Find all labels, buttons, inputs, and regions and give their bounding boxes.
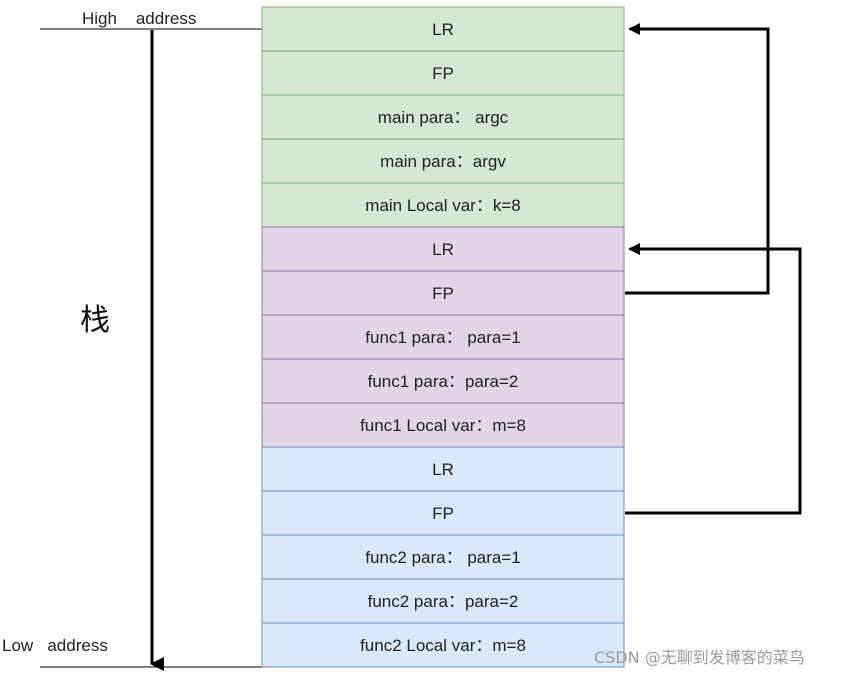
stack-cell-label-func1-3: func1 para： para=1 xyxy=(365,328,520,347)
stack-cell-label-func1-4: func1 para：para=2 xyxy=(368,372,519,391)
stack-cell-func2-3 xyxy=(261,534,625,580)
stack-cell-label-main-5: main Local var：k=8 xyxy=(365,196,520,215)
stack-cell-func2-4 xyxy=(261,578,625,624)
stack-cell-label-func2-3: func2 para： para=1 xyxy=(365,548,520,567)
stack-label: 栈 xyxy=(80,303,110,338)
stack-cell-label-func2-4: func2 para：para=2 xyxy=(368,592,519,611)
stack-cells: LR FP main para： argc main para：argv main Lo… xyxy=(261,6,625,668)
stack-cell-main-2 xyxy=(261,50,625,96)
fp-link-arrow-func2-to-func1 xyxy=(625,243,802,515)
stack-cell-label-func2-5: func2 Local var：m=8 xyxy=(360,636,526,655)
stack-cell-label-main-1: LR xyxy=(432,20,454,39)
stack-cell-func1-3 xyxy=(261,314,625,360)
stack-cell-label-main-3: main para： argc xyxy=(378,108,509,127)
stack-cell-label-func2-1: LR xyxy=(432,460,454,479)
stack-cell-func1-2 xyxy=(261,270,625,316)
stack-cell-label-func1-2: FP xyxy=(432,284,454,303)
stack-cell-label-func1-5: func1 Local var：m=8 xyxy=(360,416,526,435)
stack-cell-main-1 xyxy=(261,6,625,52)
stack-cell-func1-4 xyxy=(261,358,625,404)
stack-cell-func2-5 xyxy=(261,622,625,668)
high-address-label: High address xyxy=(82,9,196,28)
fp-link-arrow-func1-to-main xyxy=(625,23,770,295)
stack-cell-func2-2 xyxy=(261,490,625,536)
stack-cell-label-main-4: main para：argv xyxy=(380,152,506,171)
low-address-label: Low address xyxy=(2,636,108,655)
stack-cell-label-func2-2: FP xyxy=(432,504,454,523)
stack-cell-func1-5 xyxy=(261,402,625,448)
stack-cell-label-main-2: FP xyxy=(432,64,454,83)
stack-cell-label-func1-1: LR xyxy=(432,240,454,259)
stack-cell-main-3 xyxy=(261,94,625,140)
watermark: CSDN @无聊到发博客的菜鸟 xyxy=(594,648,805,667)
